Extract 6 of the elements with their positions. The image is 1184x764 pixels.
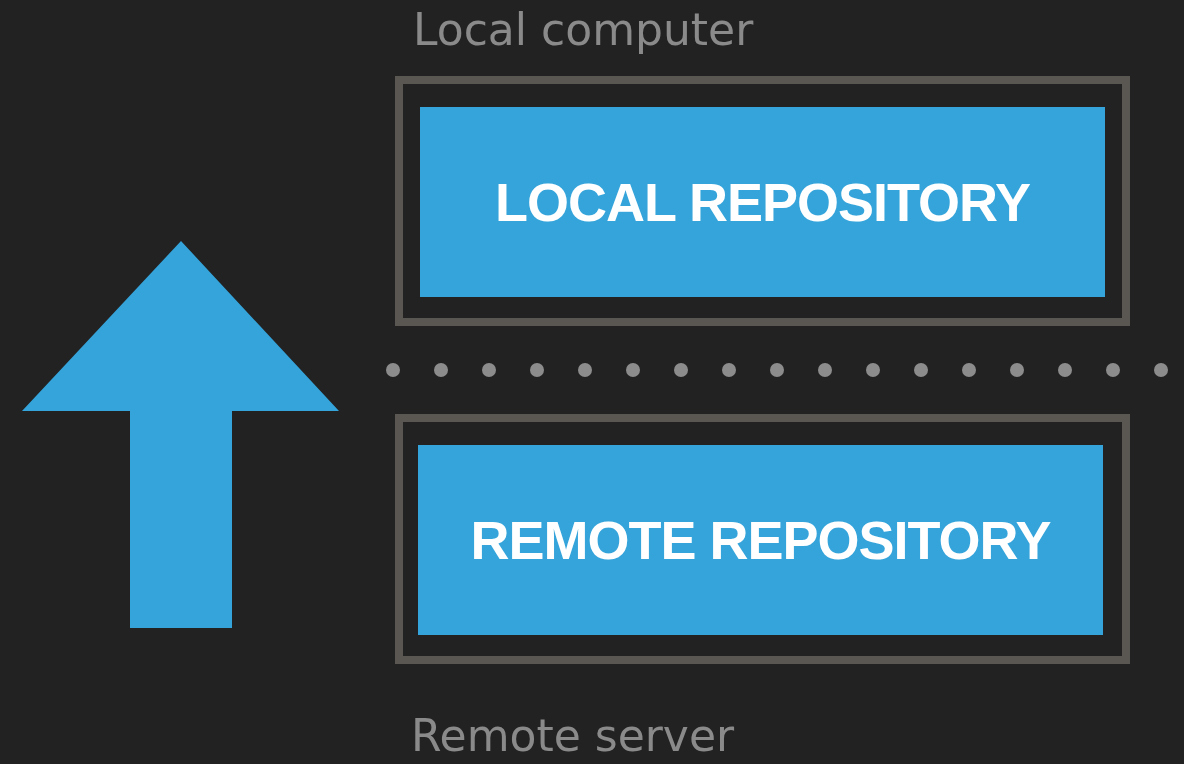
frame-heading: Remote server [411,714,735,758]
repository-box [420,107,1105,297]
repository-label: REMOTE REPOSITORY [470,509,1051,571]
repository-box [418,445,1103,635]
repository-label: LOCAL REPOSITORY [494,171,1031,233]
frame-heading: Local computer [413,8,754,52]
